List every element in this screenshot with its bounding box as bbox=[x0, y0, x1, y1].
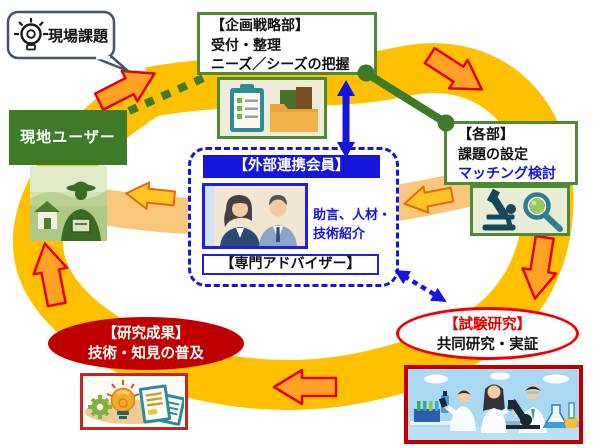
gear-icon bbox=[88, 395, 112, 419]
advisor-label: 【専門アドバイザー】 bbox=[220, 256, 361, 272]
outcomes-ellipse: 【研究成果】 技術・知見の普及 bbox=[48, 317, 244, 370]
clipboard-folders-illustration bbox=[217, 77, 327, 139]
flow-arrow-left bbox=[32, 242, 69, 308]
partner-header: 【外部連携会員】 bbox=[203, 155, 380, 178]
flow-arrow-bottom bbox=[272, 368, 338, 406]
field-user-illustration bbox=[30, 166, 107, 241]
field-issues-label: 現場課題 bbox=[48, 27, 109, 45]
planning-line2: ニーズ／シーズの把握 bbox=[211, 57, 350, 73]
field-user-box: 現地ユーザー bbox=[9, 110, 127, 165]
partner-header-label: 【外部連携会員】 bbox=[233, 158, 350, 174]
partner-note-line1: 助言、人材・ bbox=[313, 208, 392, 223]
inner-flow-arrow-left bbox=[125, 181, 177, 210]
planning-title: 【企画戦略部】 bbox=[211, 18, 309, 34]
advisor-box: 【専門アドバイザー】 bbox=[202, 254, 379, 275]
flow-arrow-top-left bbox=[93, 69, 156, 111]
research-ellipse: 【試験研究】 共同研究・実証 bbox=[396, 307, 579, 360]
lab-scientists-illustration bbox=[404, 365, 583, 444]
planning-box: 【企画戦略部】 受付・整理 ニーズ／シーズの把握 bbox=[197, 12, 377, 75]
partner-research-dashed-arrow bbox=[394, 269, 447, 303]
research-line: 共同研究・実証 bbox=[436, 337, 539, 353]
idea-bulb-icon bbox=[106, 380, 140, 419]
planning-line1: 受付・整理 bbox=[211, 37, 281, 54]
outcomes-title: 【研究成果】 bbox=[102, 326, 190, 342]
microscope-magnifier-illustration bbox=[470, 185, 570, 236]
inner-flow-arrow-right bbox=[403, 185, 455, 214]
documents-icon bbox=[138, 384, 184, 426]
outcomes-line: 技術・知見の普及 bbox=[88, 346, 204, 362]
departments-line1: 課題の設定 bbox=[458, 146, 528, 163]
flow-arrow-right bbox=[521, 234, 558, 300]
lightbulb-icon bbox=[14, 18, 48, 51]
partner-note-line2: 技術紹介 bbox=[313, 227, 366, 242]
field-issues-dotted-link bbox=[127, 72, 210, 115]
knowledge-transfer-illustration bbox=[80, 373, 188, 430]
partner-members-illustration bbox=[202, 183, 308, 249]
departments-title: 【各部】 bbox=[458, 127, 514, 143]
field-user-label: 現地ユーザー bbox=[20, 128, 116, 146]
flow-arrow-top-right bbox=[423, 46, 484, 91]
departments-line2: マッチング検討 bbox=[458, 166, 556, 182]
partner-note: 助言、人材・ 技術紹介 bbox=[313, 206, 399, 244]
research-title: 【試験研究】 bbox=[444, 317, 531, 333]
departments-box: 【各部】 課題の設定 マッチング検討 bbox=[444, 121, 578, 185]
